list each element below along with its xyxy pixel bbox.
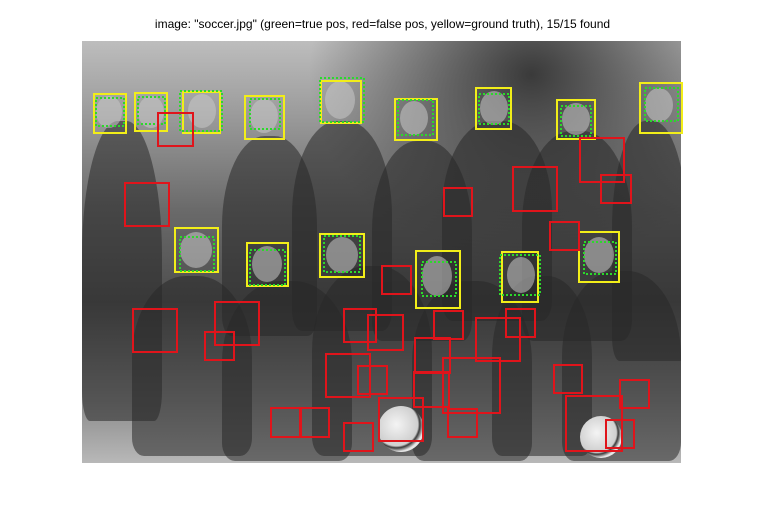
false-positive-boxes [124, 112, 650, 452]
true-positive-box [499, 254, 541, 296]
false-positive-box [505, 308, 536, 338]
false-positive-box [600, 174, 632, 204]
false-positive-box [157, 112, 194, 147]
true-positive-box [137, 96, 166, 125]
false-positive-box [549, 221, 580, 251]
face-patch [562, 103, 590, 135]
true-positive-box [478, 93, 510, 125]
face-patch [252, 246, 282, 282]
false-positive-box [414, 337, 451, 374]
true-positive-boxes [95, 77, 679, 297]
face-patch [325, 81, 355, 119]
face-patch [480, 91, 508, 125]
ground-truth-box [93, 93, 127, 134]
face-patch [326, 237, 358, 273]
false-positive-box [270, 407, 302, 438]
true-positive-box [249, 98, 281, 130]
ground-truth-box [174, 227, 219, 273]
false-positive-box [619, 379, 650, 409]
false-positive-box [124, 182, 170, 227]
ground-truth-box [394, 98, 438, 141]
true-positive-box [319, 77, 365, 123]
false-positive-box [475, 317, 521, 362]
false-positive-box [378, 397, 424, 442]
true-positive-box [583, 241, 617, 275]
face-patch [645, 88, 673, 122]
true-positive-box [397, 99, 434, 136]
face-patch [507, 257, 535, 293]
false-positive-box [325, 353, 371, 398]
ground-truth-box [501, 251, 539, 303]
ground-truth-box [475, 87, 512, 130]
false-positive-box [605, 419, 635, 449]
false-positive-box [433, 310, 464, 340]
ground-truth-box [320, 80, 362, 124]
false-positive-box [204, 331, 235, 361]
false-positive-box [447, 408, 478, 438]
true-positive-box [179, 90, 223, 132]
true-positive-box [560, 105, 592, 137]
ground-truth-boxes [93, 80, 683, 309]
ground-truth-box [556, 99, 596, 140]
false-positive-box [214, 301, 260, 346]
ground-truth-box [415, 250, 461, 309]
false-positive-box [357, 365, 388, 395]
false-positive-box [413, 371, 450, 408]
true-positive-box [323, 235, 361, 273]
true-positive-box [421, 261, 457, 297]
face-patch [400, 101, 428, 135]
false-positive-box [442, 357, 501, 414]
false-positive-box [343, 308, 377, 343]
false-positive-box [367, 314, 404, 351]
false-positive-box [512, 166, 558, 212]
ground-truth-box [244, 95, 285, 140]
figure-title: image: "soccer.jpg" (green=true pos, red… [154, 17, 611, 31]
false-positive-box [565, 395, 623, 452]
true-positive-box [95, 97, 125, 127]
ground-truth-box [578, 231, 620, 283]
ground-truth-box [319, 233, 365, 278]
false-positive-box [381, 265, 412, 295]
false-positive-box [299, 407, 330, 438]
false-positive-box [553, 364, 583, 394]
face-patch [96, 96, 122, 128]
false-positive-box [132, 308, 178, 353]
soccer-ball [378, 406, 424, 452]
true-positive-box [249, 249, 286, 286]
false-positive-box [343, 422, 374, 452]
true-positive-box [179, 236, 215, 272]
ground-truth-box [639, 82, 683, 134]
ground-truth-box [246, 242, 289, 287]
face-patch [250, 99, 278, 133]
true-positive-box [644, 87, 679, 122]
false-positive-box [443, 187, 473, 217]
